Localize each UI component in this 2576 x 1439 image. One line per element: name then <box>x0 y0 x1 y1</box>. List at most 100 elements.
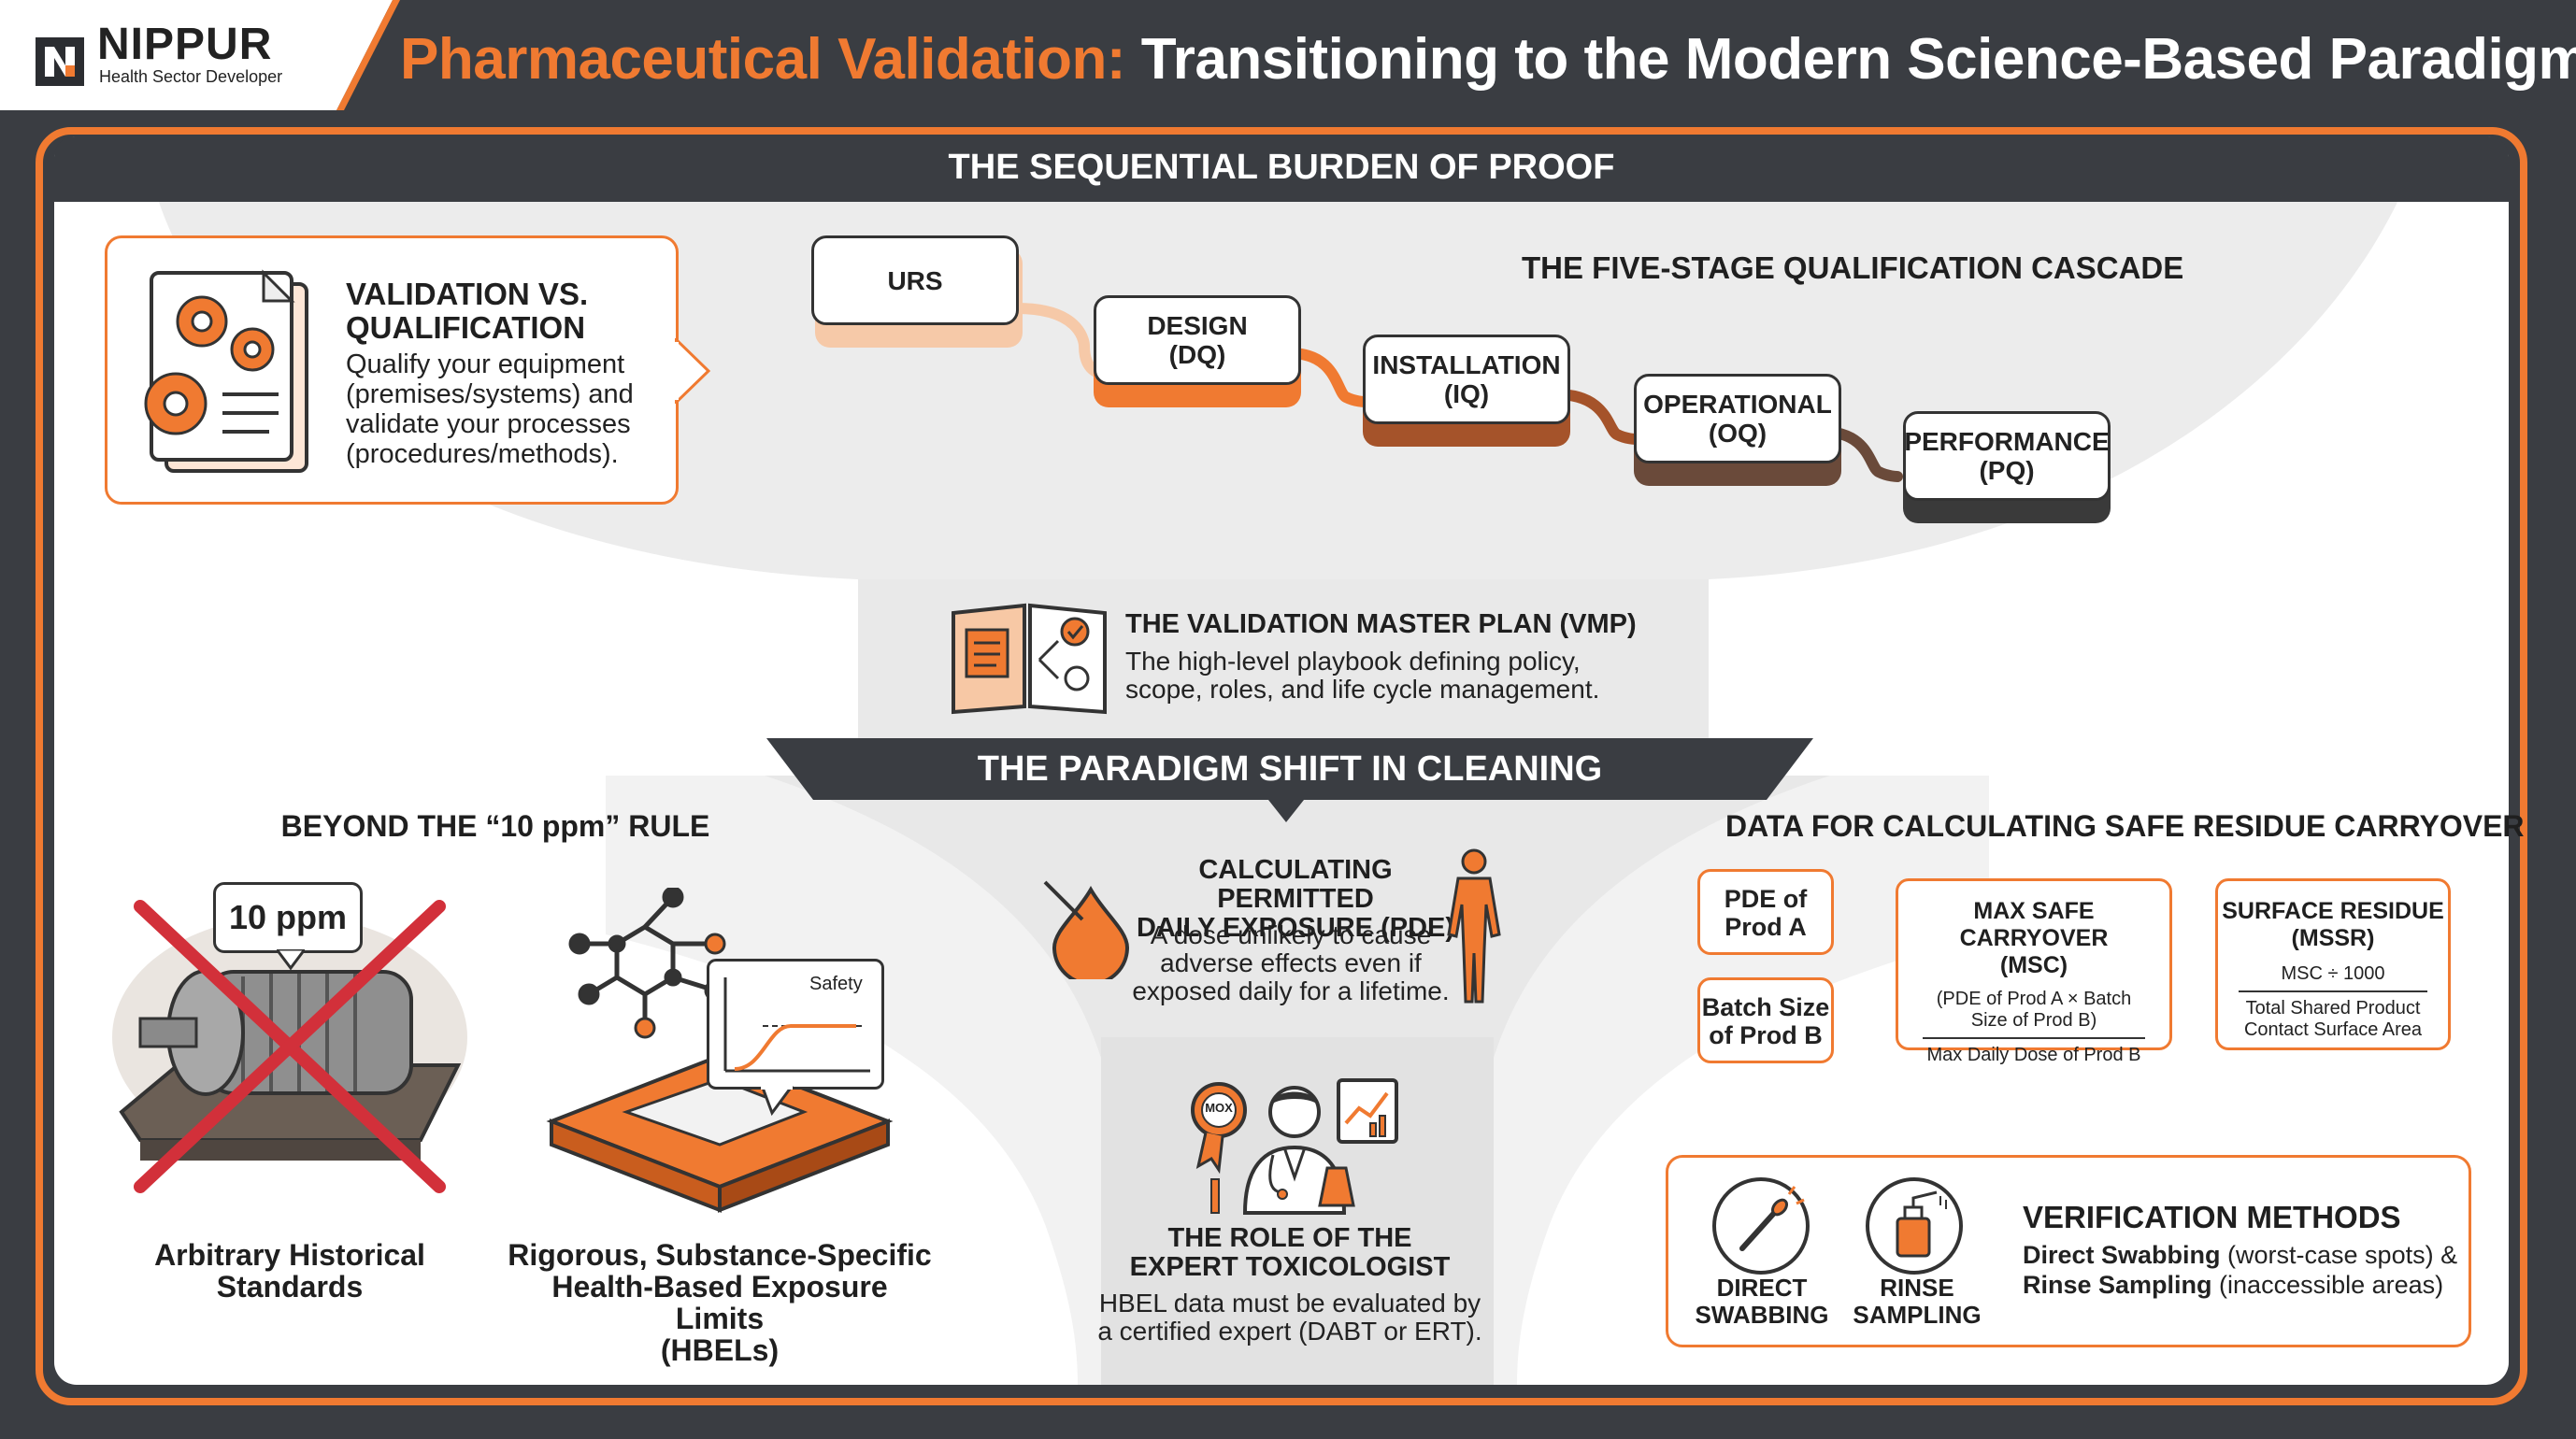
caption-line: Rigorous, Substance-Specific <box>508 1238 932 1272</box>
caption-hbel: Rigorous, Substance-Specific Health-Base… <box>505 1239 935 1366</box>
stage-label: PERFORMANCE <box>1904 427 2110 456</box>
swab-label: DIRECT SWABBING <box>1682 1275 1841 1329</box>
pde-body-line: A dose unlikely to cause <box>1150 920 1432 949</box>
validation-body-line: (procedures/methods). <box>346 439 619 469</box>
verification-bold: Rinse Sampling <box>2023 1271 2212 1299</box>
pde-title-line: CALCULATING PERMITTED <box>1198 855 1393 914</box>
pde-body-line: adverse effects even if <box>1160 948 1422 977</box>
verification-rest: (inaccessible areas) <box>2211 1271 2444 1299</box>
msc-numerator: (PDE of Prod A × Batch <box>1936 989 2132 1009</box>
msr-denominator: Total Shared Product <box>2245 998 2421 1019</box>
stage-label: INSTALLATION <box>1372 350 1561 379</box>
stage-performance: PERFORMANCE (PQ) <box>1903 411 2111 501</box>
caption-line: Health-Based Exposure Limits <box>551 1270 888 1335</box>
vmp-title: THE VALIDATION MASTER PLAN (VMP) <box>1125 609 1637 639</box>
tox-title: THE ROLE OF THE EXPERT TOXICOLOGIST <box>1094 1224 1486 1282</box>
msr-title-line: (MSSR) <box>2291 925 2375 951</box>
human-figure-icon <box>1447 848 1501 1004</box>
caption-line: Standards <box>216 1270 364 1304</box>
box-line: Batch Size <box>1701 993 1830 1021</box>
cascade-title: THE FIVE-STAGE QUALIFICATION CASCADE <box>1522 250 2184 285</box>
rinse-label: RINSE SAMPLING <box>1838 1275 1996 1329</box>
msr-title-line: SURFACE RESIDUE <box>2222 898 2444 924</box>
dose-drop-icon <box>1043 880 1130 979</box>
ppm-badge-text: 10 ppm <box>228 898 348 936</box>
logo-mark-icon <box>36 37 84 86</box>
stage-label: URS <box>887 265 943 295</box>
validation-body-line: Qualify your equipment <box>346 349 625 379</box>
verification-line1: Direct Swabbing (worst-case spots) & <box>2023 1241 2457 1270</box>
msr-denominator: Contact Surface Area <box>2243 1019 2423 1040</box>
batch-size-box: Batch Size of Prod B <box>1697 977 1834 1063</box>
verification-bold: Direct Swabbing <box>2023 1241 2221 1269</box>
tox-title-line: EXPERT TOXICOLOGIST <box>1129 1252 1451 1282</box>
box-line: of Prod B <box>1709 1021 1823 1049</box>
stage-installation: INSTALLATION (IQ) <box>1363 335 1570 424</box>
caption-line: Arbitrary Historical <box>154 1238 425 1272</box>
stage-design: DESIGN (DQ) <box>1094 295 1301 385</box>
validation-title-line1: VALIDATION VS. <box>346 277 589 311</box>
msc-title-line: (MSC) <box>1999 952 2068 978</box>
pde-title-line: DAILY EXPOSURE (PDE) <box>1136 913 1455 943</box>
gears-document-icon <box>144 269 308 473</box>
msr-numerator: MSC ÷ 1000 <box>2281 963 2385 984</box>
pde-prod-a-box: PDE of Prod A <box>1697 869 1834 955</box>
stage-operational: OPERATIONAL (OQ) <box>1634 374 1841 463</box>
tox-body-line: a certified expert (DABT or ERT). <box>1097 1317 1482 1346</box>
title-rest: Transitioning to the Modern Science-Base… <box>1140 27 2576 92</box>
residue-carryover-title: DATA FOR CALCULATING SAFE RESIDUE CARRYO… <box>1725 809 2525 843</box>
validation-body-line: validate your processes <box>346 409 631 439</box>
rinse-label-line: SAMPLING <box>1853 1301 1982 1329</box>
stage-label: DESIGN <box>1147 311 1248 340</box>
stage-urs: URS <box>811 235 1019 325</box>
msr-box: SURFACE RESIDUE (MSSR) MSC ÷ 1000 Total … <box>2215 878 2451 1050</box>
section-title-sequential: THE SEQUENTIAL BURDEN OF PROOF <box>948 148 1615 187</box>
toxicologist-icon <box>1191 1078 1398 1215</box>
msc-numerator: Size of Prod B) <box>1970 1010 2097 1031</box>
stage-sublabel: (DQ) <box>1168 340 1226 369</box>
badge-pointer <box>277 949 305 970</box>
section-bar-bottom <box>766 738 1813 822</box>
logo-panel <box>0 0 400 110</box>
vmp-line1: The high-level playbook defining policy, <box>1125 647 1581 676</box>
box-line: Prod A <box>1724 913 1807 941</box>
logo-tagline: Health Sector Developer <box>99 67 283 86</box>
rinse-label-line: RINSE <box>1880 1274 1954 1302</box>
rinse-bottle-icon <box>1866 1177 1963 1275</box>
verification-title: VERIFICATION METHODS <box>2023 1200 2401 1234</box>
swab-icon <box>1712 1177 1810 1275</box>
msc-title-line: MAX SAFE CARRYOVER <box>1959 898 2109 951</box>
verification-line2: Rinse Sampling (inaccessible areas) <box>2023 1271 2443 1300</box>
swab-label-line: SWABBING <box>1695 1301 1829 1329</box>
pde-body-line: exposed daily for a lifetime. <box>1132 976 1450 1005</box>
fraction-line <box>1923 1037 2145 1039</box>
stage-label: OPERATIONAL <box>1643 390 1832 419</box>
card-pointer <box>675 338 711 404</box>
ppm-badge: 10 ppm <box>213 882 363 953</box>
cascade-connectors <box>1011 303 1903 482</box>
caption-line: (HBELs) <box>660 1333 780 1367</box>
pde-title: CALCULATING PERMITTED DAILY EXPOSURE (PD… <box>1118 856 1473 943</box>
box-line: PDE of <box>1724 885 1808 913</box>
swab-label-line: DIRECT <box>1716 1274 1808 1302</box>
validation-body-line: (premises/systems) and <box>346 379 634 409</box>
safety-graph-icon <box>723 977 870 1117</box>
section-title-paradigm: THE PARADIGM SHIFT IN CLEANING <box>977 749 1603 789</box>
fraction-line <box>2239 990 2427 992</box>
stage-sublabel: (IQ) <box>1443 379 1490 408</box>
msc-denominator: Max Daily Dose of Prod B <box>1926 1045 2141 1065</box>
ppm-rule-title: BEYOND THE “10 ppm” RULE <box>280 809 710 843</box>
tox-body-line: HBEL data must be evaluated by <box>1098 1289 1481 1318</box>
stage-sublabel: (PQ) <box>1979 456 2035 485</box>
verification-rest: (worst-case spots) & <box>2220 1241 2458 1269</box>
tox-body: HBEL data must be evaluated by a certifi… <box>1084 1289 1496 1346</box>
validation-body: Qualify your equipment (premises/systems… <box>346 349 634 469</box>
validation-title-line2: QUALIFICATION <box>346 310 586 345</box>
medal-label: MOX <box>1205 1101 1233 1115</box>
logo-name: NIPPUR <box>97 20 273 69</box>
old-machine-icon <box>112 916 467 1161</box>
stage-sublabel: (OQ) <box>1708 419 1767 448</box>
title-accent: Pharmaceutical Validation: <box>400 27 1126 92</box>
header-bar <box>0 0 2576 112</box>
